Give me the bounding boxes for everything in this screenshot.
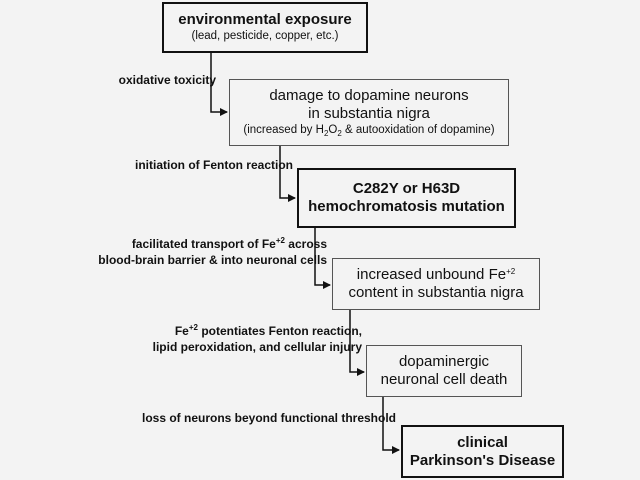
node-title-line-1: C282Y or H63D: [352, 180, 461, 197]
node-unbound-iron: increased unbound Fe+2 content in substa…: [332, 258, 540, 310]
connector-arrow-4: [349, 310, 365, 376]
edge-label-fenton-initiation: initiation of Fenton reaction: [135, 158, 293, 172]
edge-label-neuron-loss: loss of neurons beyond functional thresh…: [141, 411, 396, 425]
superscript: +2: [188, 323, 198, 332]
subscript: 2: [337, 129, 342, 138]
node-title-line-1: dopaminergic: [398, 353, 490, 370]
connector-arrow-2: [279, 146, 296, 202]
node-title-line-2: content in substantia nigra: [348, 284, 524, 301]
node-neuronal-cell-death: dopaminergic neuronal cell death: [366, 345, 522, 397]
subtext-mid: O: [328, 124, 338, 136]
connector-arrow-3: [314, 228, 331, 289]
node-dopamine-neuron-damage: damage to dopamine neurons in substantia…: [229, 79, 509, 146]
node-title-line-1: clinical: [457, 433, 508, 451]
subtext-suffix: & autooxidation of dopamine): [341, 124, 495, 136]
node-hemochromatosis-mutation: C282Y or H63D hemochromatosis mutation: [297, 168, 516, 228]
node-title-line-2: Parkinson's Disease: [409, 451, 556, 469]
text-suffix: across: [284, 237, 327, 251]
text-prefix: increased unbound Fe: [356, 266, 507, 283]
node-parkinsons-disease: clinical Parkinson's Disease: [401, 425, 564, 478]
connector-arrow-1: [210, 53, 228, 116]
edge-label-line-1: facilitated transport of Fe+2 across: [98, 236, 327, 252]
node-title-line-2: hemochromatosis mutation: [308, 198, 505, 215]
text-prefix: Fe: [174, 324, 189, 338]
subtext-prefix: (increased by H: [243, 124, 324, 136]
text-prefix: facilitated transport of Fe: [131, 237, 276, 251]
node-title-line-2: in substantia nigra: [308, 105, 430, 122]
edge-label-line-2: lipid peroxidation, and cellular injury: [152, 340, 362, 354]
superscript: +2: [275, 236, 285, 245]
node-subtext: (increased by H2O2 & autooxidation of do…: [243, 123, 494, 138]
node-title-line-1: increased unbound Fe+2: [357, 266, 515, 284]
edge-label-line-2: blood-brain barrier & into neuronal cell…: [98, 253, 327, 267]
node-environmental-exposure: environmental exposure (lead, pesticide,…: [162, 2, 368, 53]
node-subtext: (lead, pesticide, copper, etc.): [191, 30, 339, 42]
text-suffix: potentiates Fenton reaction,: [197, 324, 362, 338]
superscript: +2: [506, 267, 516, 276]
node-title-line-2: neuronal cell death: [380, 371, 508, 388]
edge-label-line-1: Fe+2 potentiates Fenton reaction,: [153, 323, 362, 339]
edge-label-iron-transport: facilitated transport of Fe+2 across blo…: [98, 236, 327, 268]
node-title-line-1: damage to dopamine neurons: [269, 87, 469, 104]
connector-arrow-5: [382, 397, 400, 454]
edge-label-oxidative-toxicity: oxidative toxicity: [118, 73, 216, 87]
edge-label-fenton-potentiation: Fe+2 potentiates Fenton reaction, lipid …: [153, 323, 362, 355]
node-title: environmental exposure: [178, 11, 352, 28]
subscript: 2: [323, 129, 329, 138]
